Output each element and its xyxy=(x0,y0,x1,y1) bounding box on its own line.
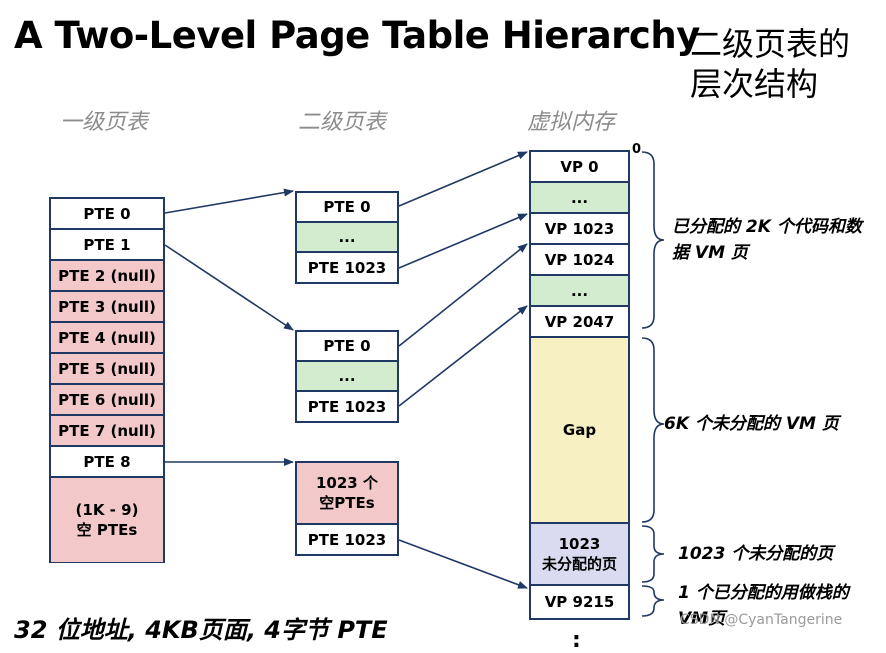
brace-allocated xyxy=(641,151,665,329)
arrow-l2t1-pte0-to-vp1024 xyxy=(398,243,528,347)
level2-table-pte1: PTE 0 ... PTE 1023 xyxy=(295,330,399,423)
diagram-title: A Two-Level Page Table Hierarchy xyxy=(14,14,700,57)
arrow-pte1-to-l2t1 xyxy=(164,244,294,331)
level1-pte-5-null: PTE 5 (null) xyxy=(51,354,163,385)
level2-t8-pte-1023: PTE 1023 xyxy=(297,525,397,554)
level2-t8-empty-ptes: 1023 个 空PTEs xyxy=(297,463,397,525)
annotation-unallocated: 1023 个未分配的页 xyxy=(678,544,834,564)
annotation-stack: 1 个已分配的用做栈的VM页 xyxy=(678,583,849,629)
level1-page-table: PTE 0 PTE 1 PTE 2 (null) PTE 3 (null) PT… xyxy=(49,197,165,563)
level2-t0-ellipsis: ... xyxy=(297,223,397,253)
virtual-memory: VP 0 ... VP 1023 VP 1024 ... VP 2047 Gap… xyxy=(529,150,630,620)
level1-empty-ptes: (1K - 9) 空 PTEs xyxy=(51,478,163,562)
annotation-gap: 6K 个未分配的 VM 页 xyxy=(664,414,839,434)
vm-ellipsis-1: ... xyxy=(531,183,628,214)
brace-stack xyxy=(641,585,665,617)
vm-vp-9215: VP 9215 xyxy=(531,586,628,618)
level1-pte-6-null: PTE 6 (null) xyxy=(51,385,163,416)
level2-t0-pte-1023: PTE 1023 xyxy=(297,253,397,282)
level1-pte-1: PTE 1 xyxy=(51,230,163,261)
vm-vp-1023: VP 1023 xyxy=(531,214,628,245)
arrow-l2t0-pte1023-to-vp1023 xyxy=(398,213,528,269)
level2-table-pte0: PTE 0 ... PTE 1023 xyxy=(295,191,399,284)
vm-heading: 虚拟内存 xyxy=(527,110,616,135)
arrow-pte0-to-l2t0 xyxy=(164,188,294,214)
arrow-l2t8-pte1023-to-vp9215 xyxy=(398,539,528,589)
level1-pte-8: PTE 8 xyxy=(51,447,163,478)
brace-gap xyxy=(641,337,665,523)
vm-vp-2047: VP 2047 xyxy=(531,307,628,338)
vm-unallocated-pages: 1023 未分配的页 xyxy=(531,524,628,586)
arrow-l2t1-pte1023-to-vp2047 xyxy=(398,305,528,407)
vm-vp-1024: VP 1024 xyxy=(531,245,628,276)
level2-table-pte8: 1023 个 空PTEs PTE 1023 xyxy=(295,461,399,556)
level1-pte-0: PTE 0 xyxy=(51,199,163,230)
diagram-footer: 32 位地址, 4KB页面, 4字节 PTE xyxy=(14,616,388,644)
level2-t1-pte-0: PTE 0 xyxy=(297,332,397,362)
level2-heading: 二级页表 xyxy=(298,110,387,135)
vm-ellipsis-2: ... xyxy=(531,276,628,307)
level1-pte-4-null: PTE 4 (null) xyxy=(51,323,163,354)
vm-continuation: : xyxy=(572,628,581,653)
level1-pte-2-null: PTE 2 (null) xyxy=(51,261,163,292)
level2-t1-ellipsis: ... xyxy=(297,362,397,392)
annotation-allocated: 已分配的 2K 个代码和数据 VM 页 xyxy=(672,217,862,263)
level1-pte-7-null: PTE 7 (null) xyxy=(51,416,163,447)
vm-start-marker: 0 xyxy=(632,142,642,157)
level2-t1-pte-1023: PTE 1023 xyxy=(297,392,397,421)
vm-vp-0: VP 0 xyxy=(531,152,628,183)
arrow-l2t0-pte0-to-vp0 xyxy=(398,151,528,207)
brace-unallocated xyxy=(641,525,665,583)
level1-heading: 一级页表 xyxy=(60,110,149,135)
level2-t0-pte-0: PTE 0 xyxy=(297,193,397,223)
diagram-subtitle: 二级页表的层次结构 xyxy=(690,25,851,103)
watermark: CSDN @CyanTangerine xyxy=(680,612,843,628)
level1-pte-3-null: PTE 3 (null) xyxy=(51,292,163,323)
vm-gap: Gap xyxy=(531,338,628,524)
